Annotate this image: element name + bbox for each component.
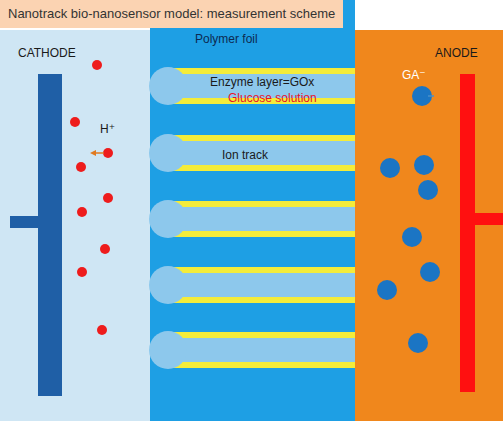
ion-label: GA⁻	[402, 68, 426, 82]
title-text: Nanotrack bio-nanosensor model: measurem…	[8, 0, 335, 28]
track-channel	[166, 273, 355, 297]
cathode-electrode	[38, 74, 62, 396]
cathode-region	[0, 30, 150, 421]
gluconate-dot	[402, 227, 422, 247]
gluconate-dot	[420, 262, 440, 282]
gluconate-dots	[377, 86, 440, 353]
anode-panel: ANODE	[355, 30, 503, 421]
gluconate-dot	[380, 158, 400, 178]
region-label: CATHODE	[18, 46, 76, 60]
track-opening	[149, 67, 187, 105]
track-opening	[149, 200, 187, 238]
proton-dot	[103, 148, 113, 158]
track-opening	[149, 266, 187, 304]
anode-wire	[475, 213, 503, 225]
gluconate-dot	[408, 333, 428, 353]
cathode-panel: CATHODE	[0, 30, 150, 421]
track-channel	[166, 207, 355, 231]
gluconate-arrow	[428, 95, 434, 97]
title-bar: Nanotrack bio-nanosensor model: measurem…	[0, 0, 343, 28]
proton-dot	[77, 207, 87, 217]
proton-dot	[103, 193, 113, 203]
enzyme-stripe	[166, 68, 355, 74]
ion-label: H⁺	[100, 122, 115, 136]
enzyme-stripe	[166, 297, 355, 303]
anode-region	[355, 30, 503, 421]
proton-arrowhead	[90, 150, 96, 156]
gluconate-dot	[418, 180, 438, 200]
track-opening	[149, 134, 187, 172]
enzyme-stripe	[166, 231, 355, 237]
track-label: Ion track	[222, 148, 268, 162]
proton-dot	[70, 117, 80, 127]
gluconate-dot	[414, 155, 434, 175]
ion-tracks	[149, 67, 355, 369]
proton-dot	[100, 244, 110, 254]
track-opening	[149, 331, 187, 369]
polymer-foil-region	[150, 0, 355, 421]
solution-label: Glucose solution	[228, 91, 317, 105]
enzyme-stripe	[166, 135, 355, 141]
proton-dot	[92, 60, 102, 70]
proton-dots	[70, 60, 113, 335]
enzyme-stripe	[166, 362, 355, 368]
track-channel	[166, 141, 355, 165]
enzyme-stripe	[166, 267, 355, 273]
enzyme-stripe	[166, 201, 355, 207]
region-label: Polymer foil	[195, 32, 258, 46]
gluconate-dot	[377, 280, 397, 300]
cathode-wire	[10, 216, 38, 228]
enzyme-label: Enzyme layer=GOx	[210, 75, 314, 89]
proton-dot	[76, 162, 86, 172]
proton-dot	[97, 325, 107, 335]
enzyme-stripe	[166, 165, 355, 171]
region-label: ANODE	[435, 46, 478, 60]
enzyme-stripe	[166, 332, 355, 338]
proton-dot	[77, 267, 87, 277]
anode-electrode	[460, 74, 475, 392]
track-channel	[166, 338, 355, 362]
